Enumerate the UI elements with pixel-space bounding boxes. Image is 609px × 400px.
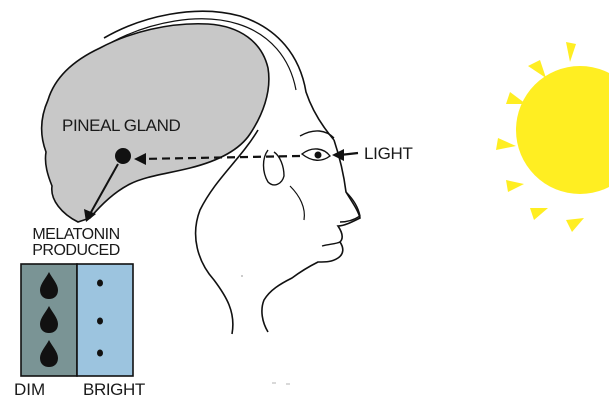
bright-drop-1 xyxy=(97,280,103,287)
dim-label: DIM xyxy=(14,380,45,400)
sun-icon xyxy=(496,42,609,232)
pineal-gland-dot xyxy=(115,148,131,164)
nose-line xyxy=(340,192,360,222)
melatonin-label-line2: PRODUCED xyxy=(16,243,136,259)
melatonin-produced-label: MELATONIN PRODUCED xyxy=(16,227,136,259)
eyebrow-line xyxy=(300,131,334,138)
bright-drop-3 xyxy=(97,350,103,357)
cheek-line xyxy=(290,186,304,220)
light-label: LIGHT xyxy=(364,144,413,164)
pineal-gland-label: PINEAL GLAND xyxy=(62,116,180,136)
bright-panel xyxy=(77,264,133,376)
eye-pupil xyxy=(315,152,322,159)
bright-drop-2 xyxy=(97,318,103,325)
face-profile xyxy=(262,140,360,332)
bright-label: BRIGHT xyxy=(83,380,145,400)
mouth-line xyxy=(322,242,340,246)
ear-shape xyxy=(264,150,285,185)
melatonin-label-line1: MELATONIN xyxy=(16,227,136,243)
